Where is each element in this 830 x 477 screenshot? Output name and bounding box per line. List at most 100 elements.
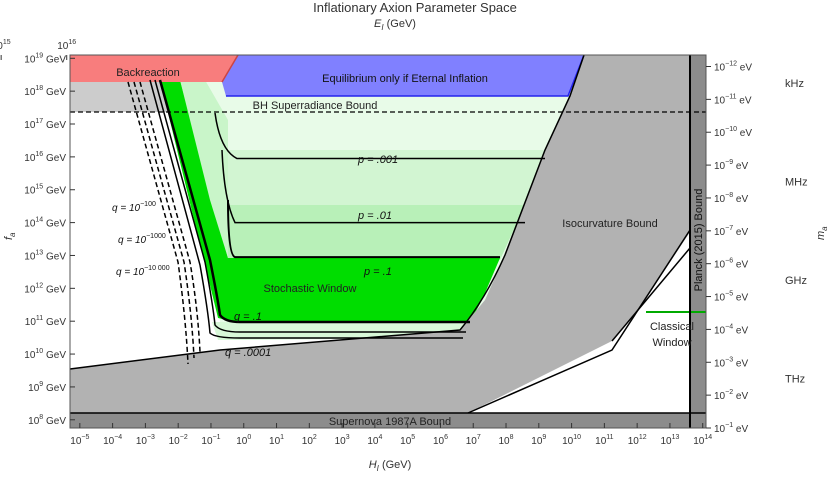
x-tick-label: 1014 [693,434,712,447]
y-tick-label: 1010 GeV [24,348,66,361]
q1-curve [158,79,470,324]
y-tick-label: 109 GeV [28,381,66,394]
classical-edge-line [611,247,691,342]
x-tick-label: 103 [335,434,350,447]
freq-label: MHz [785,177,808,189]
p1-label: p = .1 [363,266,392,278]
classical-window-label-1: Classical [650,321,694,333]
x-tick-label: 101 [269,434,284,447]
isocurvature-region [70,55,690,413]
q10000-curve [127,81,189,365]
y-tick-label: 1015 GeV [24,184,66,197]
y-right-tick-label: 10−2 eV [714,389,748,402]
freq-label: THz [785,374,805,386]
planck-region [690,55,706,428]
y-right-tick-label: 10−5 eV [714,291,748,304]
y-right-tick-label: 10−12 eV [714,61,752,74]
stochastic-window-label: Stochastic Window [264,283,357,295]
q0001-label: q = .0001 [225,347,271,359]
x-tick-label: 10−2 [169,434,188,447]
plot-frame [69,54,707,429]
y-tick-label: 1013 GeV [24,249,66,262]
x-tick-label: 105 [400,434,415,447]
backreaction-edge-line [221,54,239,83]
classical-window-region [468,248,690,413]
x-tick-label: 102 [302,434,317,447]
p01-curve [221,149,525,224]
y-tick-label: 1014 GeV [24,217,66,230]
y-right-tick-label: 10−7 eV [714,225,748,238]
supernova-region [70,413,706,428]
y-right-tick-label: 10−4 eV [714,323,748,336]
y-axis-label: fa [3,232,17,240]
x-tick-label: 104 [367,434,382,447]
classical-window-label-2: Window [652,337,691,349]
y-tick-label: 1019 GeV [24,52,66,65]
bh-superradiance-label: BH Superradiance Bound [253,100,378,112]
x-top-axis-label: EI (GeV) [374,18,416,32]
x-tick-label: 10−4 [103,434,122,447]
x-tick-label: 108 [499,434,514,447]
ticks-layer: 10−5 10−4 10−3 10−2 10−1 100 101 102 103 104 105 10… [0,39,808,447]
q1-label: q = .1 [234,311,262,323]
q10000-label: q = 10−10 000 [116,265,170,278]
y-tick-label: 1012 GeV [24,282,66,295]
x-tick-label: 10−3 [136,434,155,447]
backreaction-label: Backreaction [116,67,180,79]
q1000-curve [133,81,195,359]
x-axis-label: HI (GeV) [369,459,412,472]
regions-layer [70,55,706,428]
y-right-tick-label: 10−6 eV [714,258,748,271]
x-tick-label: 1011 [595,434,613,447]
backreaction-region [70,55,238,82]
x-tick-label: 10−1 [201,434,220,447]
x-tick-label: 10−5 [70,434,89,447]
p1-curve [227,199,500,259]
q100-label: q = 10−100 [112,201,156,214]
isocurvature-edge-line [69,54,585,370]
freq-label: GHz [785,275,807,287]
y-tick-label: 1011 GeV [25,315,67,328]
isocurvature-lower-edge-line [467,229,691,414]
stochastic-upper-region [180,80,228,258]
x-tick-label: 107 [466,434,481,447]
y-right-tick-label: 10−11 eV [714,93,752,106]
y-right-tick-label: 10−8 eV [714,192,748,205]
x-tick-label: 1010 [562,434,581,447]
y-tick-label: 108 GeV [28,414,66,427]
curves-layer [69,54,706,428]
p1-region [228,205,525,260]
x-top-tick-label: 1016 [57,39,76,52]
supernova-label: Supernova 1987A Bound [329,416,451,428]
y-right-tick-label: 10−10 eV [714,126,752,139]
x-tick-label: 100 [236,434,251,447]
isocurvature-label: Isocurvature Bound [562,218,657,230]
freq-label: kHz [785,78,804,90]
equilibrium-region [222,55,584,96]
x-top-tick-label: 1015 [0,39,11,52]
y-right-axis-label: ma [815,226,829,240]
stochastic-window-region [160,80,500,322]
equilibrium-label: Equilibrium only if Eternal Inflation [322,73,488,85]
y-right-tick-label: 10−3 eV [714,356,748,369]
q100-curve [139,81,201,353]
x-tick-label: 1013 [660,434,679,447]
q-mid-curve [154,79,466,333]
p001-label: p = .001 [357,154,398,166]
p01-region [228,150,545,205]
y-right-tick-label: 10−1 eV [714,422,748,435]
frame-layer [69,54,707,429]
chart-title: Inflationary Axion Parameter Space [313,0,517,15]
p001-curve [214,112,545,160]
planck-label: Planck (2015) Bound [693,189,705,292]
x-tick-label: 106 [433,434,448,447]
y-right-tick-label: 10−9 eV [714,159,748,172]
y-tick-label: 1017 GeV [24,118,66,131]
y-tick-label: 1016 GeV [24,151,66,164]
x-tick-label: 109 [531,434,546,447]
x-tick-label: 1012 [628,434,647,447]
q0001-curve [149,79,463,339]
p01-label: p = .01 [357,210,392,222]
